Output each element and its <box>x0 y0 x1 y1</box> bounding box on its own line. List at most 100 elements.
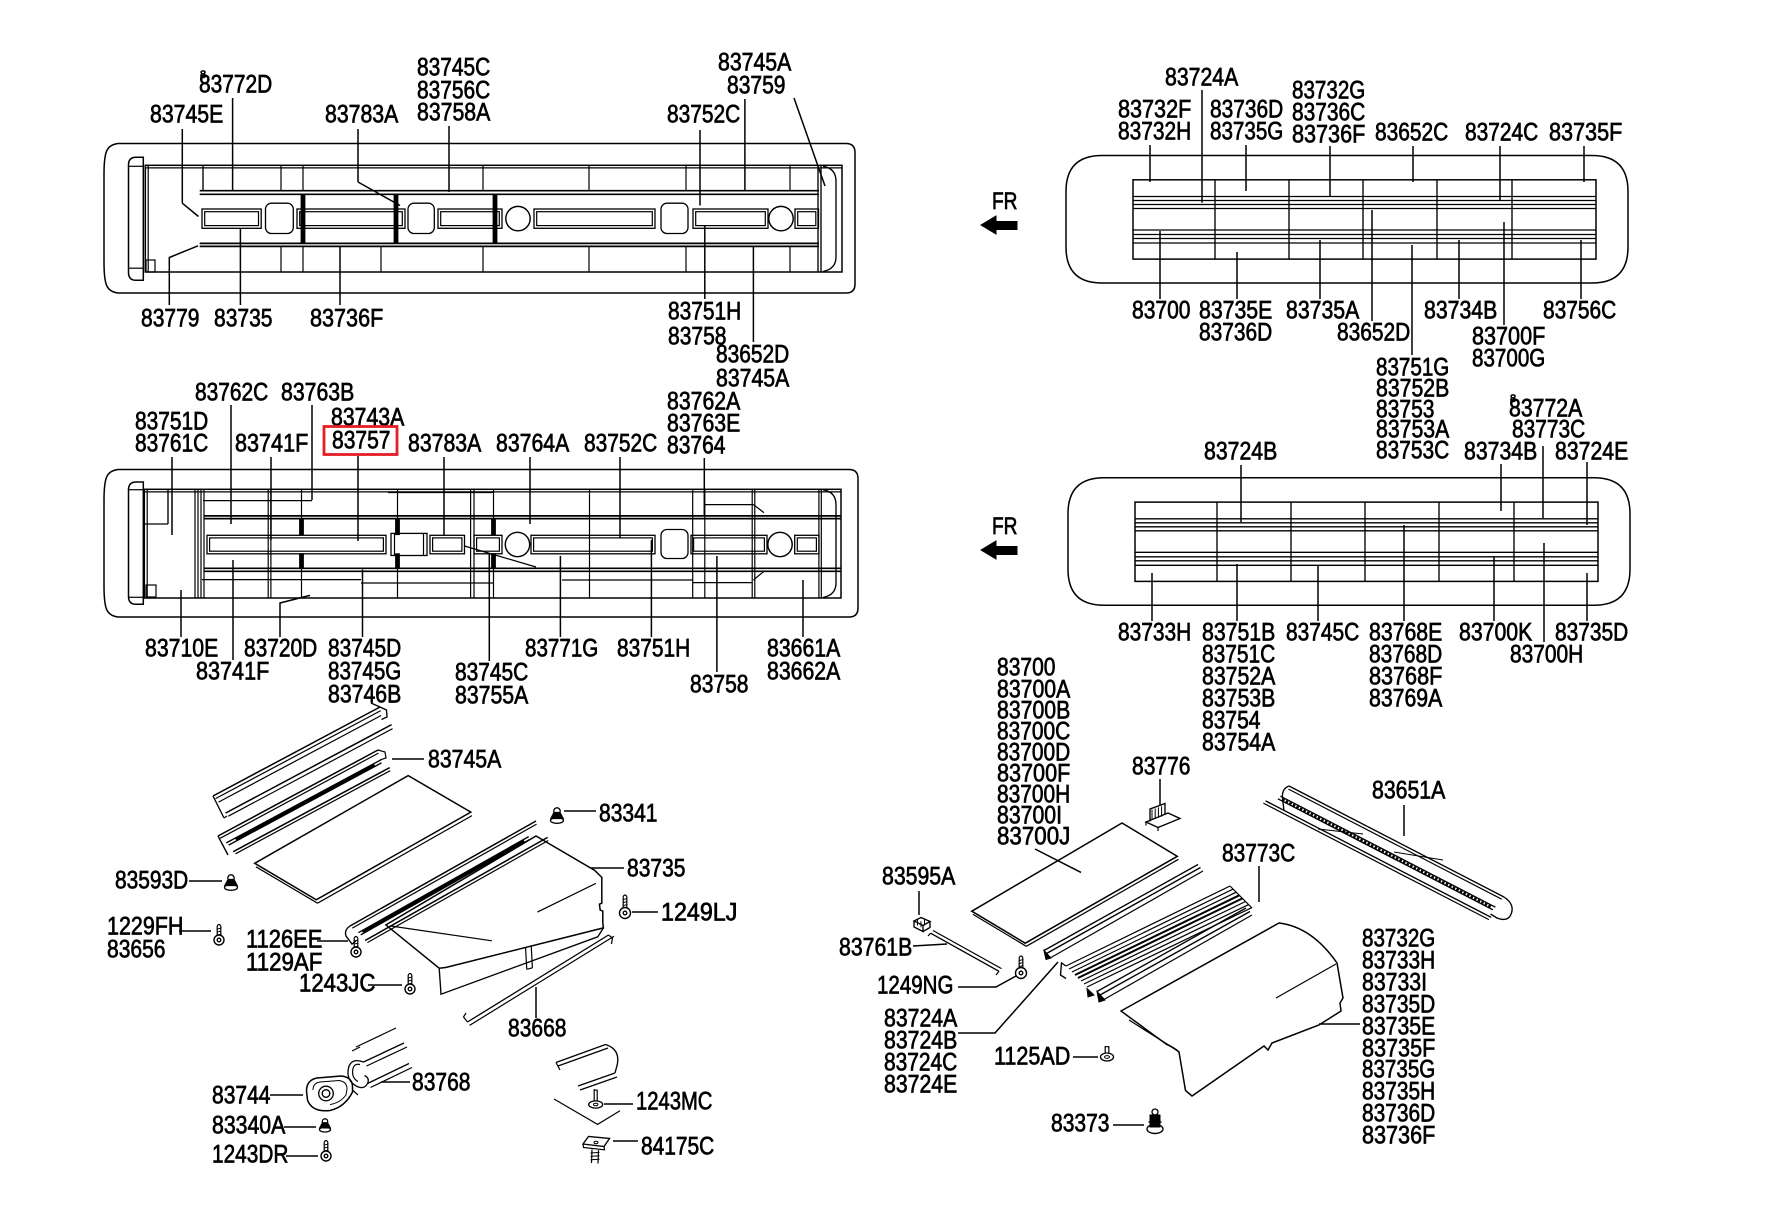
svg-text:83724E: 83724E <box>1555 437 1628 465</box>
svg-text:83752C: 83752C <box>667 100 740 128</box>
svg-text:83700: 83700 <box>997 653 1056 681</box>
svg-text:83700G: 83700G <box>1472 344 1545 372</box>
svg-text:83751G: 83751G <box>1376 353 1449 381</box>
svg-text:83593D: 83593D <box>115 866 188 894</box>
svg-text:83700J: 83700J <box>997 822 1070 850</box>
svg-text:1243MC: 1243MC <box>636 1087 712 1115</box>
svg-text:83755A: 83755A <box>455 681 529 709</box>
svg-text:83700C: 83700C <box>997 717 1070 745</box>
svg-text:83751H: 83751H <box>668 297 741 325</box>
svg-text:83724A: 83724A <box>884 1004 958 1032</box>
svg-text:83752A: 83752A <box>1202 662 1276 690</box>
svg-text:83724E: 83724E <box>884 1070 957 1098</box>
svg-text:83756C: 83756C <box>1543 296 1616 324</box>
svg-text:83746B: 83746B <box>328 680 401 708</box>
svg-text:83753C: 83753C <box>1376 436 1449 464</box>
svg-text:83736D: 83736D <box>1210 95 1283 123</box>
svg-text:83733I: 83733I <box>1362 968 1427 996</box>
svg-text:83700F: 83700F <box>997 759 1070 787</box>
svg-text:84175C: 84175C <box>641 1132 714 1160</box>
svg-text:83772A: 83772A <box>1509 394 1583 422</box>
svg-text:83773C: 83773C <box>1222 839 1295 867</box>
svg-text:83735G: 83735G <box>1362 1055 1435 1083</box>
svg-text:83735A: 83735A <box>1286 296 1360 324</box>
svg-text:83753: 83753 <box>1376 395 1435 423</box>
svg-text:83652D: 83652D <box>1337 318 1410 346</box>
svg-text:83661A: 83661A <box>767 634 841 662</box>
svg-text:83656: 83656 <box>107 935 166 963</box>
svg-text:83768: 83768 <box>412 1068 471 1096</box>
svg-text:83735F: 83735F <box>1362 1034 1435 1062</box>
svg-text:8: 8 <box>1510 393 1516 405</box>
svg-text:83700: 83700 <box>1132 296 1191 324</box>
svg-text:83652C: 83652C <box>1375 118 1448 146</box>
svg-text:1126EE: 1126EE <box>246 925 322 953</box>
svg-text:83662A: 83662A <box>767 657 841 685</box>
svg-text:83700A: 83700A <box>997 675 1071 703</box>
svg-text:83720D: 83720D <box>244 634 317 662</box>
svg-text:83758A: 83758A <box>417 98 491 126</box>
svg-text:83736C: 83736C <box>1292 98 1365 126</box>
svg-text:83751D: 83751D <box>135 407 208 435</box>
svg-text:83772D: 83772D <box>199 70 272 98</box>
svg-text:83769A: 83769A <box>1369 684 1443 712</box>
svg-text:83768F: 83768F <box>1369 662 1442 690</box>
svg-text:83745C: 83745C <box>417 53 490 81</box>
svg-text:83733H: 83733H <box>1118 618 1191 646</box>
svg-text:83652D: 83652D <box>716 340 789 368</box>
svg-text:83764A: 83764A <box>496 429 570 457</box>
svg-text:83724A: 83724A <box>1165 63 1239 91</box>
svg-text:83732F: 83732F <box>1118 95 1191 123</box>
svg-text:83759: 83759 <box>727 71 786 99</box>
svg-text:83595A: 83595A <box>882 862 956 890</box>
svg-text:83761B: 83761B <box>839 933 912 961</box>
svg-text:83753B: 83753B <box>1202 684 1275 712</box>
svg-text:83761C: 83761C <box>135 429 208 457</box>
svg-text:83724C: 83724C <box>1465 118 1538 146</box>
svg-text:83762A: 83762A <box>667 387 741 415</box>
svg-text:83735H: 83735H <box>1362 1077 1435 1105</box>
svg-text:1243JC: 1243JC <box>299 969 375 997</box>
svg-text:83733H: 83733H <box>1362 946 1435 974</box>
svg-text:83752B: 83752B <box>1376 374 1449 402</box>
svg-text:83732G: 83732G <box>1292 76 1365 104</box>
svg-text:83751B: 83751B <box>1202 618 1275 646</box>
svg-text:83373: 83373 <box>1051 1109 1110 1137</box>
svg-text:83768D: 83768D <box>1369 640 1442 668</box>
svg-text:83735E: 83735E <box>1362 1012 1435 1040</box>
svg-text:83736F: 83736F <box>1362 1121 1435 1149</box>
svg-text:83724C: 83724C <box>884 1048 957 1076</box>
svg-text:83753A: 83753A <box>1376 415 1450 443</box>
svg-text:83724B: 83724B <box>1204 437 1277 465</box>
svg-text:83700K: 83700K <box>1459 618 1533 646</box>
svg-text:83783A: 83783A <box>408 429 482 457</box>
svg-text:83341: 83341 <box>599 799 658 827</box>
svg-text:83734B: 83734B <box>1424 296 1497 324</box>
svg-text:83745C: 83745C <box>1286 618 1359 646</box>
svg-text:83745D: 83745D <box>328 634 401 662</box>
svg-text:83745A: 83745A <box>716 364 790 392</box>
svg-text:83700D: 83700D <box>997 738 1070 766</box>
svg-text:83340A: 83340A <box>212 1111 286 1139</box>
svg-text:8: 8 <box>200 69 206 81</box>
svg-text:83724B: 83724B <box>884 1026 957 1054</box>
svg-text:83771G: 83771G <box>525 634 598 662</box>
svg-text:83700I: 83700I <box>997 801 1062 829</box>
svg-text:83773C: 83773C <box>1512 415 1585 443</box>
svg-text:83736F: 83736F <box>310 304 383 332</box>
svg-text:1129AF: 1129AF <box>246 948 322 976</box>
svg-text:83741F: 83741F <box>235 429 308 457</box>
svg-text:83735: 83735 <box>214 304 273 332</box>
svg-text:83745A: 83745A <box>718 48 792 76</box>
svg-text:83783A: 83783A <box>325 100 399 128</box>
svg-text:83732G: 83732G <box>1362 924 1435 952</box>
svg-text:83710E: 83710E <box>145 634 218 662</box>
svg-text:FR: FR <box>992 513 1018 540</box>
svg-text:83754A: 83754A <box>1202 728 1276 756</box>
svg-text:83735G: 83735G <box>1210 117 1283 145</box>
svg-text:FR: FR <box>992 188 1018 215</box>
svg-text:1249NG: 1249NG <box>877 971 953 999</box>
svg-text:83754: 83754 <box>1202 706 1261 734</box>
svg-text:83700H: 83700H <box>997 780 1070 808</box>
svg-text:1229FH: 1229FH <box>107 912 183 940</box>
